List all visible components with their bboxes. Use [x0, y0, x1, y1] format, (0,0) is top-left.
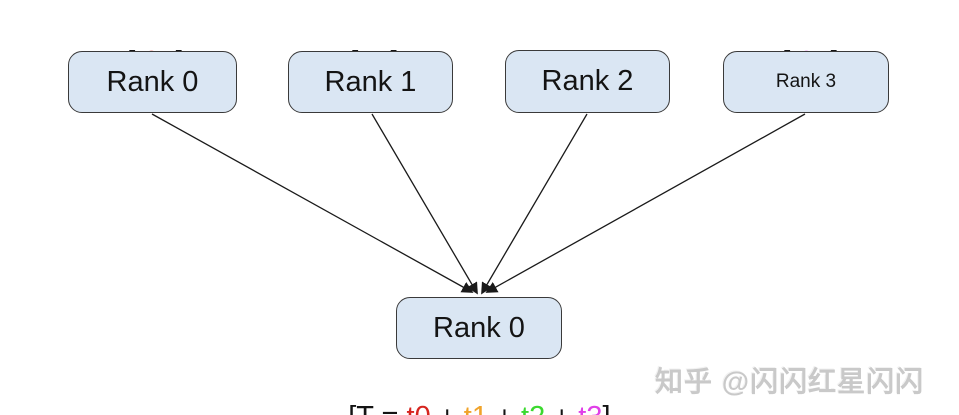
arrow-rank0-to-gather	[151, 113, 474, 293]
formula-part: ]	[602, 401, 610, 415]
formula-part-t0: t0	[407, 401, 431, 415]
watermark: 知乎 @闪闪红星闪闪	[655, 366, 925, 397]
formula-part: +	[545, 401, 578, 415]
node-rank2-source: Rank 2	[505, 50, 670, 113]
node-rank0-source: Rank 0	[68, 51, 237, 113]
node-rank0-gather-target: Rank 0	[396, 297, 562, 359]
arrow-rank2-to-gather	[481, 113, 588, 295]
node-label: Rank 0	[433, 311, 525, 344]
node-label: Rank 0	[106, 65, 199, 98]
formula-part: [T =	[348, 401, 406, 415]
node-rank1-source: Rank 1	[288, 51, 453, 113]
arrow-rank3-to-gather	[485, 113, 806, 293]
formula-part: +	[431, 401, 464, 415]
formula-part-t2: t2	[521, 401, 545, 415]
formula-part-t1: t1	[464, 401, 488, 415]
arrow-rank1-to-gather	[371, 113, 478, 295]
node-label: Rank 3	[775, 71, 837, 92]
result-formula: [T = t0 + t1 + t2 + t3]	[316, 368, 610, 415]
node-rank3-source: Rank 3	[723, 51, 889, 113]
formula-part: +	[488, 401, 521, 415]
node-label: Rank 2	[541, 65, 634, 97]
node-label: Rank 1	[324, 65, 417, 98]
formula-part-t3: t3	[578, 401, 602, 415]
